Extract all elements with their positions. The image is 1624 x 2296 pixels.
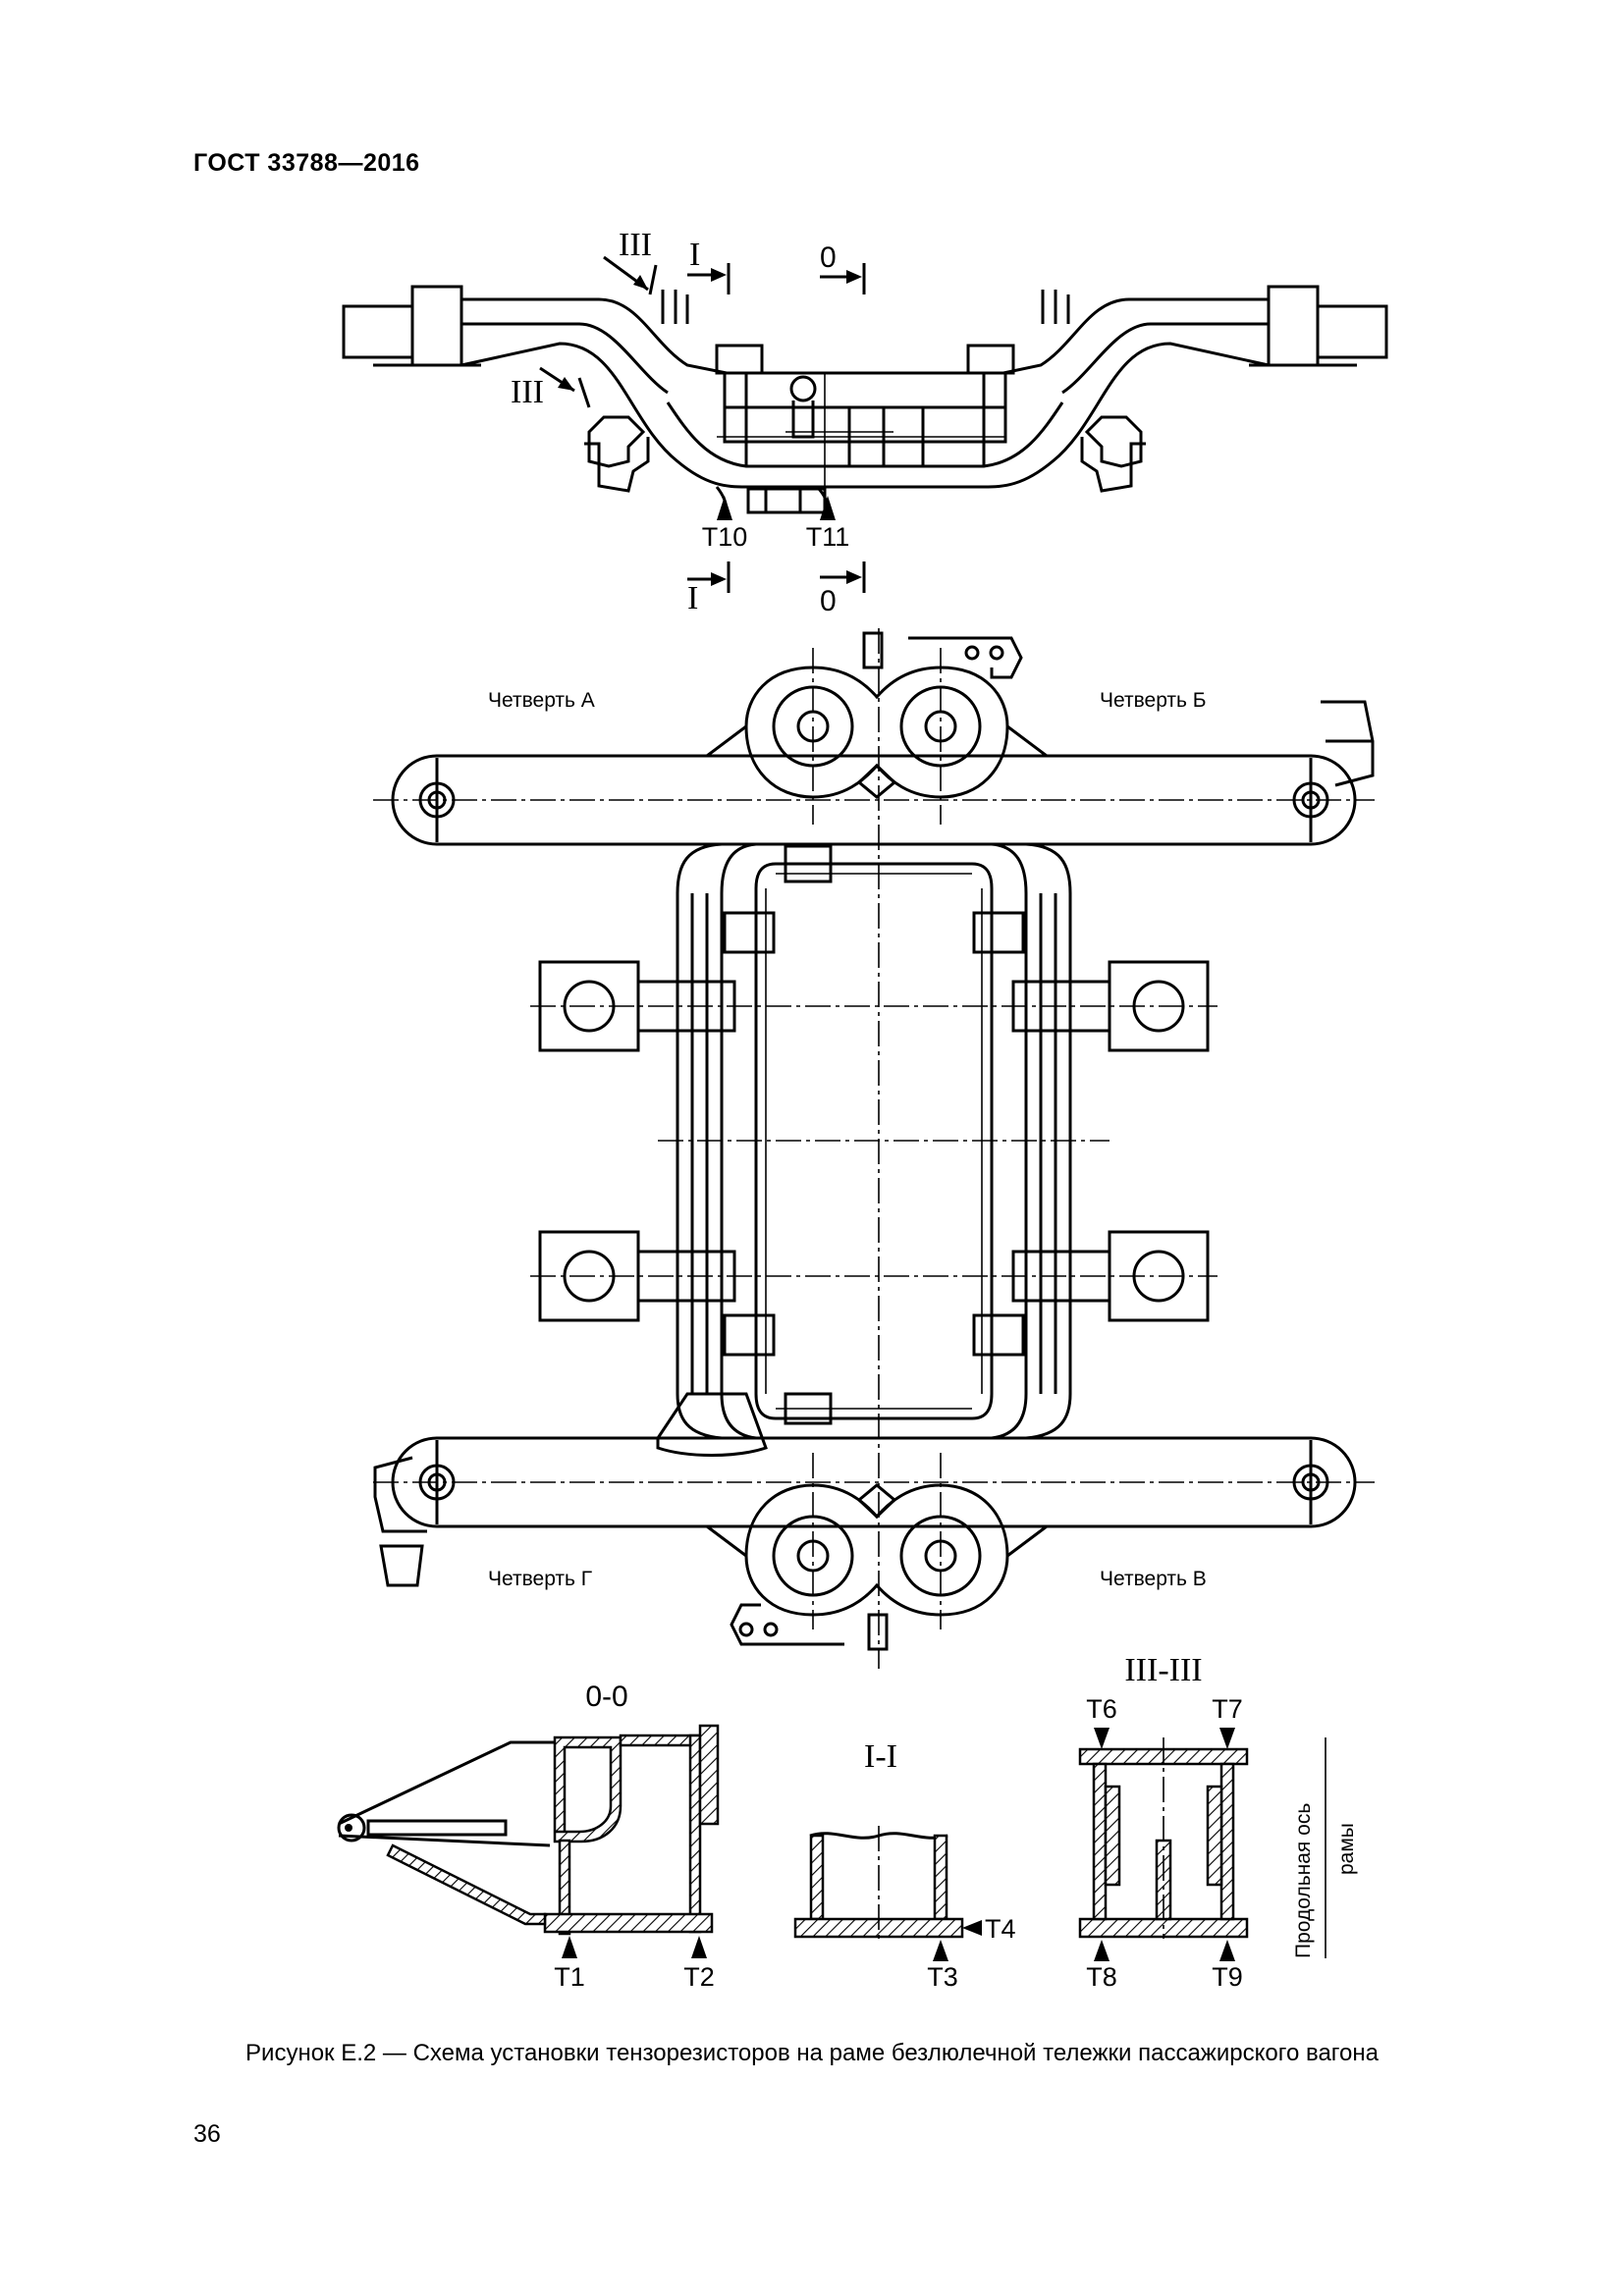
- gauge-t4-label: Т4: [985, 1914, 1016, 1944]
- section-iii-iii-title: III-III: [1124, 1652, 1202, 1688]
- section-mark-i-bottom: I: [687, 580, 698, 616]
- section-mark-i-top: I: [689, 237, 700, 273]
- gauge-t11-label: Т11: [806, 522, 850, 552]
- gauge-t7-label: Т7: [1212, 1694, 1243, 1724]
- axle-box-left: [342, 304, 414, 359]
- gauge-t8-label: Т8: [1086, 1962, 1117, 1992]
- section-iii-iii: III-III Т6 Т7 Т8 Т9 Продольная ось рамы: [1078, 1652, 1358, 1992]
- section-mark-0-top: 0: [820, 241, 837, 274]
- section-i-i-title: I-I: [864, 1738, 897, 1775]
- standard-header: ГОСТ 33788—2016: [193, 149, 420, 177]
- section-0-0-title: 0-0: [585, 1681, 627, 1713]
- plan-view: Четверть А Четверть Б Четверть Г Четверт…: [373, 628, 1375, 1669]
- gauge-t2-label: Т2: [683, 1962, 715, 1992]
- quarter-g-label: Четверть Г: [488, 1568, 592, 1590]
- quarter-v-label: Четверть В: [1100, 1568, 1207, 1590]
- side-view: Т10 Т11 III III I 0 I 0: [342, 227, 1388, 617]
- section-0-0: 0-0 Т1 Т2: [337, 1681, 720, 1992]
- longitudinal-axis-label-line2: рамы: [1335, 1823, 1358, 1875]
- section-mark-iii-left: III: [511, 374, 544, 410]
- longitudinal-axis-label-line1: Продольная ось: [1292, 1803, 1315, 1958]
- gauge-t1-label: Т1: [554, 1962, 585, 1992]
- figure-caption: Рисунок Е.2 — Схема установки тензорезис…: [245, 2040, 1379, 2066]
- quarter-a-label: Четверть А: [488, 689, 595, 712]
- section-i-i: I-I Т4 Т3: [793, 1738, 1016, 1992]
- gauge-t6-label: Т6: [1086, 1694, 1117, 1724]
- page-number: 36: [193, 2120, 221, 2148]
- quarter-b-label: Четверть Б: [1100, 689, 1207, 712]
- axle-box-right: [1316, 304, 1388, 359]
- section-mark-0-bottom: 0: [820, 585, 837, 617]
- gauge-t3-label: Т3: [927, 1962, 958, 1992]
- gauge-t10-label: Т10: [702, 522, 748, 552]
- section-mark-iii-top: III: [619, 227, 652, 263]
- gauge-t9-label: Т9: [1212, 1962, 1243, 1992]
